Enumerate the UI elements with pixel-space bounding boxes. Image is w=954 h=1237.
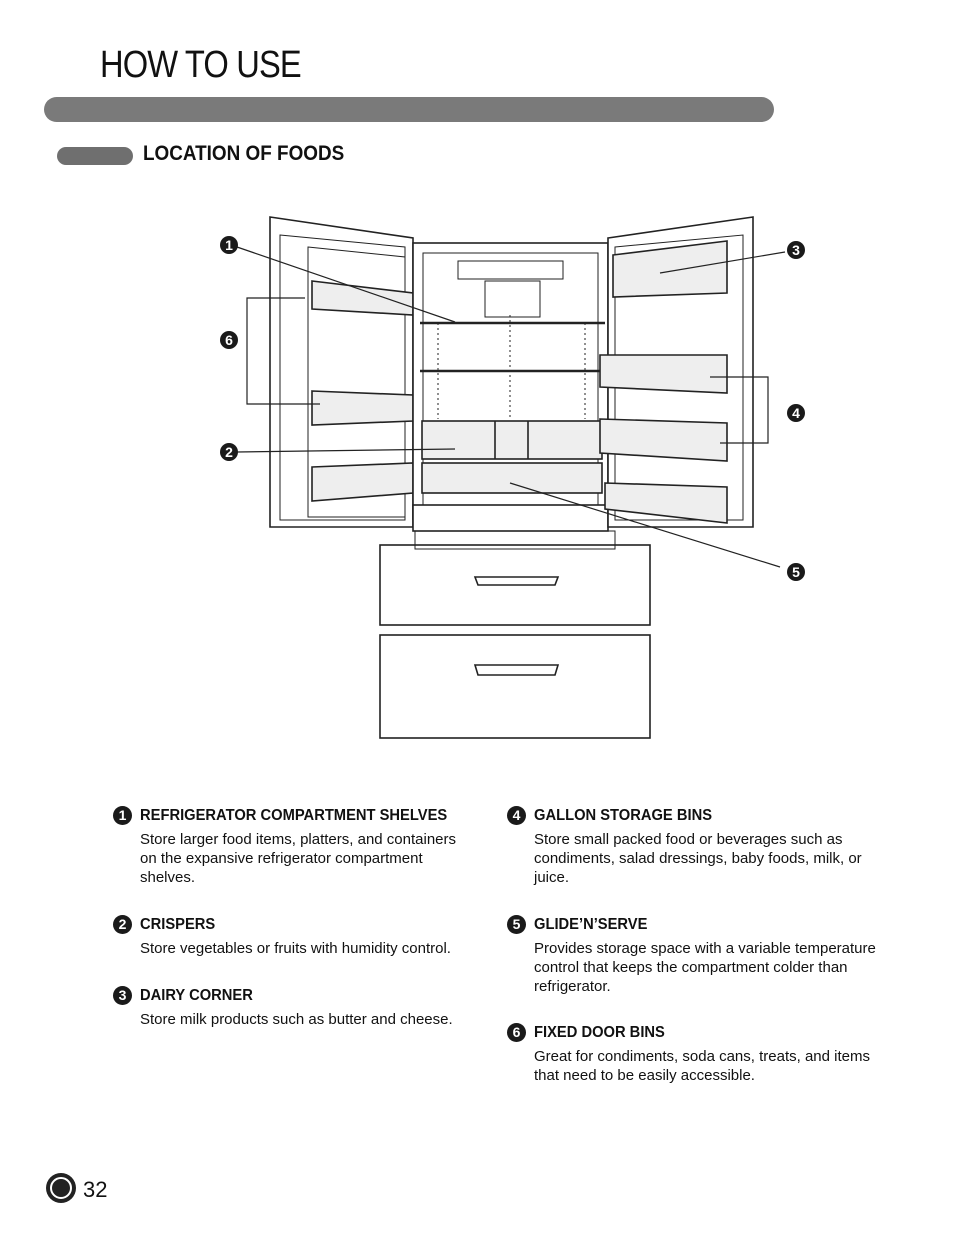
list-item: 3 DAIRY CORNER Store milk products such … (113, 986, 500, 1029)
callout-2: 2 (225, 444, 233, 460)
left-door-bin-middle (311, 390, 414, 426)
item-heading: DAIRY CORNER (140, 987, 253, 1004)
callout-6: 6 (225, 332, 233, 348)
callout-5-icon (787, 563, 805, 581)
item-heading: GLIDE’N’SERVE (534, 916, 648, 933)
dairy-corner-bin (612, 240, 728, 298)
item-description: Great for condiments, soda cans, treats,… (534, 1048, 870, 1084)
section-title: LOCATION OF FOODS (143, 142, 345, 165)
callout-3-icon (787, 241, 805, 259)
list-item: 1 REFRIGERATOR COMPARTMENT SHELVES Store… (113, 806, 500, 887)
gallon-bin-lower (599, 418, 728, 462)
item-description: Store larger food items, platters, and c… (140, 831, 456, 886)
glide-n-serve-drawer (421, 462, 603, 494)
lg-logo-icon (46, 1173, 76, 1203)
callout-5: 5 (792, 564, 800, 580)
list-item: 5 GLIDE’N’SERVE Provides storage space w… (507, 915, 894, 996)
callout-4: 4 (792, 405, 800, 421)
item-number: 1 (113, 806, 132, 825)
item-number: 6 (507, 1023, 526, 1042)
item-description: Store vegetables or fruits with humidity… (140, 940, 451, 957)
crisper-drawer (421, 420, 603, 460)
item-number: 5 (507, 915, 526, 934)
item-description: Store small packed food or beverages suc… (534, 831, 862, 886)
list-item: 4 GALLON STORAGE BINS Store small packed… (507, 806, 894, 887)
callout-4-icon (787, 404, 805, 422)
callout-1: 1 (225, 237, 233, 253)
item-heading: FIXED DOOR BINS (534, 1024, 665, 1041)
gallon-bin-upper (599, 354, 728, 394)
callout-6-icon (220, 331, 238, 349)
item-heading: REFRIGERATOR COMPARTMENT SHELVES (140, 807, 448, 824)
callout-3: 3 (792, 242, 800, 258)
page-title: HOW TO USE (100, 44, 302, 86)
item-heading: GALLON STORAGE BINS (534, 807, 713, 824)
item-heading: CRISPERS (140, 916, 216, 933)
page-number: 32 (83, 1177, 108, 1202)
freezer-drawer-lower (379, 634, 651, 739)
refrigerator-diagram: 1 2 3 4 5 6 (220, 216, 805, 739)
item-description: Store milk products such as butter and c… (140, 1011, 453, 1028)
list-item: 6 FIXED DOOR BINS Great for condiments, … (507, 1023, 894, 1085)
item-number: 2 (113, 915, 132, 934)
callout-1-icon (220, 236, 238, 254)
title-bar (44, 97, 774, 122)
right-door-bin-lower (604, 482, 728, 524)
section-marker (57, 147, 133, 165)
item-description: Provides storage space with a variable t… (534, 940, 876, 995)
callout-2-icon (220, 443, 238, 461)
list-item: 2 CRISPERS Store vegetables or fruits wi… (113, 915, 500, 958)
item-number: 3 (113, 986, 132, 1005)
item-number: 4 (507, 806, 526, 825)
